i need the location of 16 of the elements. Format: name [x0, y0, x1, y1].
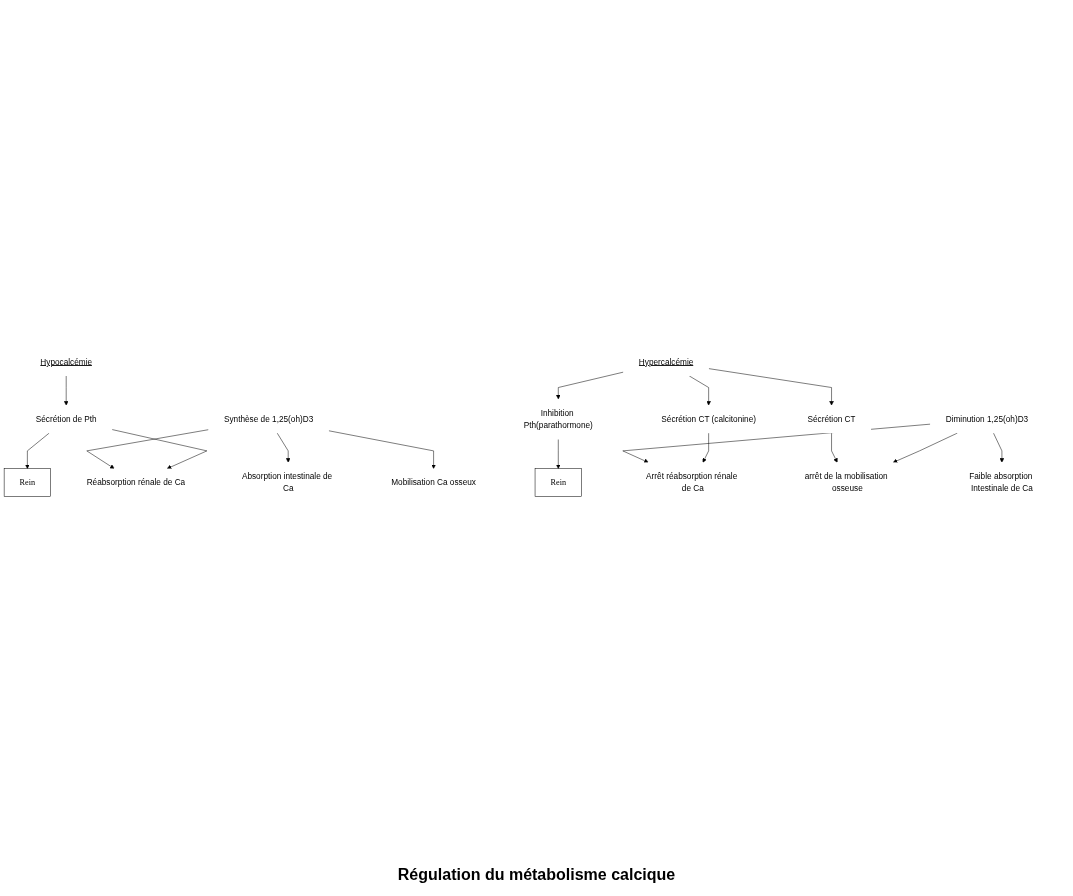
node-text: Synthèse de 1,25(oh)D3 [223, 414, 314, 423]
node-text: Sécrétion de Pth [35, 414, 97, 423]
node-text: Hypercalcémie [638, 357, 694, 366]
node-text: Mobilisation Ca osseux [391, 477, 476, 487]
node-text: Sécrétion CT (calcitonine) [661, 414, 756, 423]
node-text: Faible absorption Intestinale de Ca [969, 471, 1033, 493]
node-text: arrêt de la mobilisation osseuse [804, 471, 888, 493]
node-text: Réabsorption rénale de Ca [86, 477, 186, 487]
node-text: Inhibition Pth(parathormone) [523, 408, 593, 430]
node-box: Rein [534, 468, 582, 497]
node-box: Rein [3, 468, 51, 497]
node-text: Arrêt réabsorption rénale de Ca [646, 471, 738, 493]
node-text: Diminution 1,25(oh)D3 [945, 414, 1029, 423]
node-text: Absorption intestinale de Ca [241, 471, 333, 493]
caption: Régulation du métabolisme calcique [397, 866, 676, 883]
node-text: Hypocalcémie [40, 357, 93, 366]
